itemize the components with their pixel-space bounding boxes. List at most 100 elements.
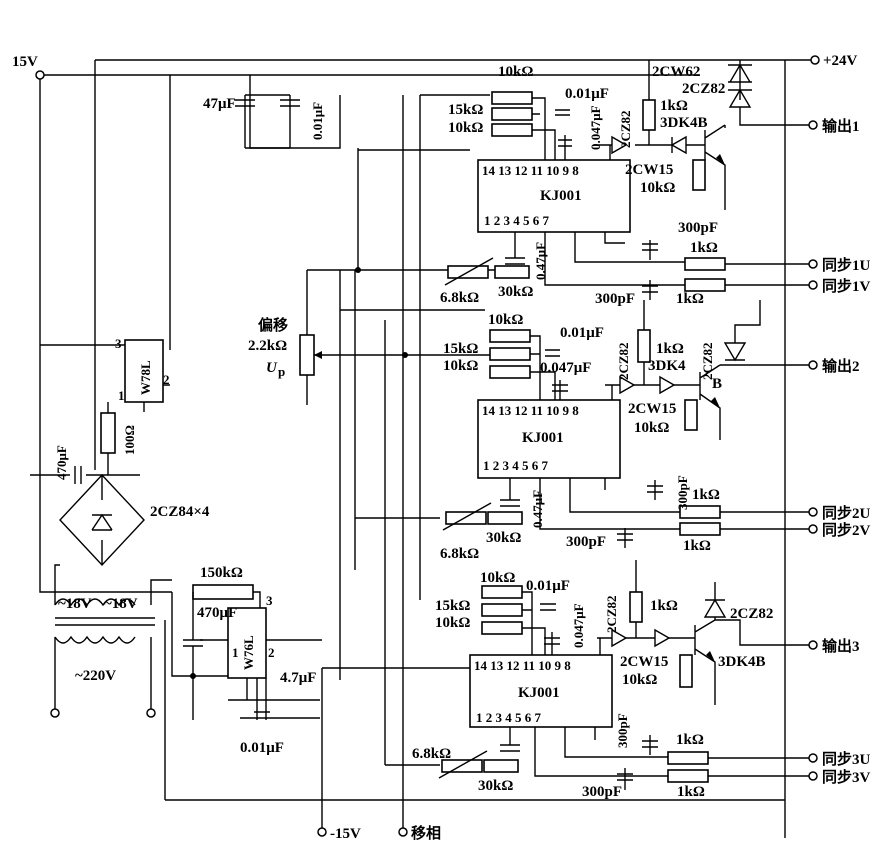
res-30k-3 [483,759,519,773]
label-15k-1: 15kΩ [448,102,483,118]
cap-300p-3a [642,735,658,755]
ic3-bot-pins: 1 2 3 4 5 6 7 [476,710,542,725]
primary-leads [54,637,152,710]
zener-stack [728,63,810,126]
w76l-leads [193,591,322,700]
label-1k-1s: 1kΩ [690,240,718,256]
ic3-top-pins: 14 13 12 11 10 9 8 [474,658,571,673]
w78l-leads [40,344,170,412]
cap-300p-1b [642,280,658,300]
label-10k-1c: 10kΩ [640,180,675,196]
label-w78l: W78L [138,360,153,395]
res-10k-3a [481,585,523,599]
label-68k-1: 6.8kΩ [440,290,479,306]
ic2-bot-pins: 1 2 3 4 5 6 7 [483,458,549,473]
res-68k-3-arrow [438,750,488,779]
label-2cz82-2: 2CZ82 [616,342,631,380]
label-3dk4b-1: 3DK4B [660,115,708,131]
transistor-3dk4-2 [674,364,721,440]
label-300p-1b: 300pF [595,291,635,307]
resistor-100 [100,412,116,454]
labels: 15V +24V 输出1 输出2 输出3 同步1U 同步1V 同步2U 同步2V… [12,53,871,842]
rail-15v-left [39,75,172,593]
label-2cz82-2b: 2CZ82 [700,342,715,380]
cap-300p-2b [617,528,633,548]
ch3-res-wires [522,591,546,655]
label-sync3v: 同步3V [822,769,871,786]
label-300p-3b: 300pF [582,784,622,800]
label-sync2u: 同步2U [822,505,871,522]
diode-2cw15-3 [626,628,671,648]
label-2cw15-2: 2CW15 [628,401,676,417]
res-68k-1-arrow [444,257,494,286]
ic3-name: KJ001 [518,685,560,701]
label-2cz82-3: 2CZ82 [604,595,619,633]
cap-300p-2a [647,480,663,500]
zener-2cz82-3b [703,582,810,646]
cap-300p-3b [617,768,633,790]
pot-2k2 [299,334,315,376]
secondary-leads [54,564,172,605]
w78-pin2: 2 [163,372,170,387]
label-0047u-3: 0.047μF [571,603,586,648]
label-1k-3s: 1kΩ [676,732,704,748]
kj001-ic-1 [477,159,631,233]
label-out2: 输出2 [822,357,860,375]
label-offset: 偏移 [258,316,288,334]
bus-358 [357,148,470,270]
label-47uf: 4.7μF [280,670,316,686]
label-out3: 输出3 [822,637,860,655]
label-1k-1: 1kΩ [660,98,688,114]
res-1k-1s [684,257,726,271]
ch1-res-wires [532,97,556,160]
w78-pin3: 3 [115,336,122,351]
label-24v: +24V [823,53,858,69]
res-30k-2 [487,511,523,525]
label-1k-3: 1kΩ [650,598,678,614]
res-68k-3 [441,759,483,773]
res-1k-2t [679,522,721,536]
transformer-core [55,617,155,626]
res-10k-1c [692,159,706,191]
ic1-top-pins: 14 13 12 11 10 9 8 [482,163,579,178]
label-300p-3a: 300pF [615,713,630,748]
label-047u-1: 0.47μF [533,242,548,280]
label-001u-2: 0.01μF [560,325,604,341]
label-470u-left: 470μF [54,445,69,480]
w78l-regulator [124,339,164,403]
label-0047u-1: 0.047μF [588,105,603,150]
label-10k-1a: 10kΩ [498,64,533,80]
ch2-lower [500,478,680,513]
res-1k-3t [667,769,709,783]
label-b: B [712,376,722,392]
ch1-caps [555,109,572,160]
ch2-caps [545,349,568,400]
label-10k-3a: 10kΩ [480,570,515,586]
label-30k-2: 30kΩ [486,530,521,546]
label-68k-2: 6.8kΩ [440,546,479,562]
power-supply [30,94,322,720]
label-18v-a: ~18V [58,596,92,612]
transistor-3dk4b-3 [669,619,716,705]
kj001-ic-2 [477,399,621,479]
label-30k-3: 30kΩ [478,778,513,794]
label-phase-shift: 移相 [411,824,441,842]
label-m15v: -15V [330,826,361,842]
diode-2cw15-1 [635,135,687,155]
label-2cw15-3: 2CW15 [620,654,668,670]
res-10k-3c [679,654,693,688]
res-1k-1 [642,99,656,131]
ic2-top-pins: 14 13 12 11 10 9 8 [482,403,579,418]
ic2-name: KJ001 [522,430,564,446]
res-10k-2c [684,399,698,431]
ch1-sync-wires [544,232,810,286]
label-bridge: 2CZ84×4 [150,504,210,520]
w78-pin1: 1 [118,388,125,403]
res-1k-1t [684,278,726,292]
label-out1: 输出1 [822,117,860,135]
label-68k-3: 6.8kΩ [412,746,451,762]
cap-001u [280,95,300,148]
zener-2cz82-2b [723,300,761,362]
